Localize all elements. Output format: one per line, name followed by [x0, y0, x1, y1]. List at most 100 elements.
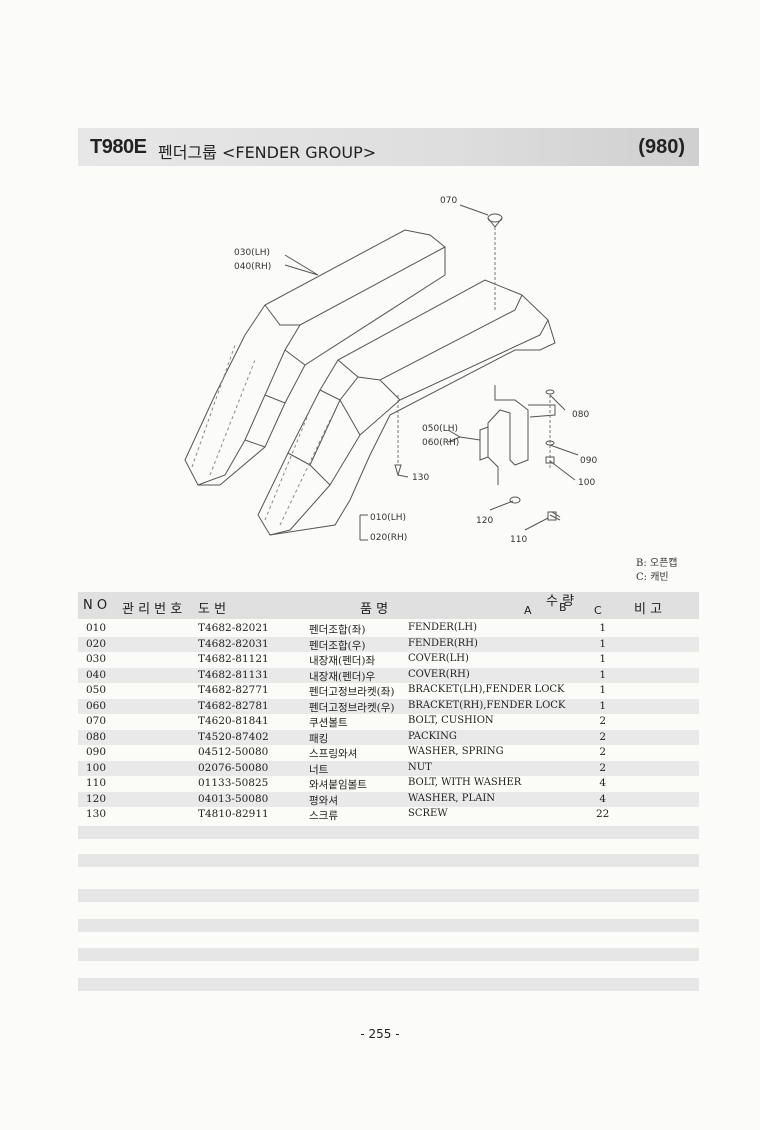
callout-020: 020(RH): [370, 533, 407, 543]
table-row: 080 T4520-87402 패킹 PACKING 2: [78, 729, 699, 745]
row-no: 080: [86, 730, 107, 743]
row-english-name: COVER(RH): [408, 668, 470, 680]
row-no: 060: [86, 699, 107, 712]
row-english-name: BOLT, CUSHION: [408, 715, 494, 726]
row-korean-name: 펜더고정브라켓(좌): [309, 686, 395, 698]
header-qty-c: C: [594, 604, 602, 617]
row-quantity: 1: [599, 637, 606, 650]
row-no: 050: [86, 684, 107, 696]
row-english-name: WASHER, PLAIN: [408, 792, 496, 804]
row-quantity: 2: [599, 746, 606, 758]
row-korean-name: 패킹: [309, 732, 329, 745]
row-no: 040: [86, 668, 107, 681]
callout-110: 110: [510, 535, 527, 545]
callout-130: 130: [412, 473, 429, 483]
table-filler: [78, 854, 699, 867]
header-qty: 수 량: [546, 594, 575, 609]
callout-080: 080: [572, 410, 589, 420]
fender-diagram: 070 030(LH) 040(RH) 080 050(LH) 060(RH) …: [184, 196, 597, 545]
row-no: 070: [86, 715, 107, 727]
row-part-number: T4682-82771: [198, 684, 269, 696]
callout-030: 030(LH): [234, 248, 270, 258]
left-fender: [184, 229, 446, 486]
row-no: 130: [86, 808, 107, 820]
callout-060: 060(RH): [422, 438, 459, 448]
header-remarks: 비 고: [634, 602, 663, 617]
row-quantity: 2: [599, 730, 606, 743]
title-bar: T980E 펜더그룹 <FENDER GROUP> (980): [78, 128, 699, 166]
model-code: T980E: [90, 136, 147, 158]
row-korean-name: 스크류: [309, 810, 338, 822]
row-quantity: 4: [599, 792, 606, 805]
row-part-number: 04512-50080: [198, 746, 269, 758]
row-no: 100: [86, 761, 107, 774]
row-quantity: 1: [599, 622, 606, 634]
row-english-name: WASHER, SPRING: [408, 746, 504, 757]
row-no: 020: [86, 637, 107, 650]
group-code: (980): [638, 136, 685, 158]
row-quantity: 1: [599, 684, 606, 696]
header-no: N O: [83, 598, 108, 613]
row-part-number: 04013-50080: [198, 792, 269, 805]
table-header: N O 관 리 번 호 도 번 품 명 수 량 A B C 비 고: [78, 592, 699, 619]
row-english-name: BRACKET(RH),FENDER LOCK: [408, 699, 566, 711]
row-part-number: T4810-82911: [198, 808, 269, 820]
table-filler: [78, 919, 699, 932]
table-row: 020 T4682-82031 펜더조합(우) FENDER(RH) 1: [78, 636, 699, 652]
row-english-name: NUT: [408, 761, 432, 773]
row-english-name: BRACKET(LH),FENDER LOCK: [408, 684, 565, 695]
row-part-number: T4520-87402: [198, 730, 269, 743]
page-number: - 255 -: [360, 1027, 400, 1041]
row-english-name: COVER(LH): [408, 653, 469, 664]
callout-090: 090: [580, 456, 597, 466]
row-korean-name: 펜더조합(우): [309, 639, 366, 652]
callout-010: 010(LH): [370, 513, 406, 523]
table-filler: [78, 948, 699, 961]
row-part-number: T4682-81121: [198, 653, 269, 665]
header-drawing: 도 번: [198, 602, 227, 617]
row-korean-name: 펜더조합(좌): [309, 624, 366, 636]
row-part-number: T4682-82031: [198, 637, 269, 650]
row-no: 030: [86, 653, 107, 665]
row-quantity: 22: [596, 808, 610, 820]
row-english-name: PACKING: [408, 730, 457, 742]
header-mgmt: 관 리 번 호: [122, 602, 183, 617]
legend: B: 오픈캡 C: 캐빈: [636, 557, 678, 585]
callout-040: 040(RH): [234, 262, 271, 272]
table-filler: [78, 826, 699, 839]
row-quantity: 2: [599, 761, 606, 774]
row-english-name: BOLT, WITH WASHER: [408, 777, 522, 788]
row-no: 120: [86, 792, 107, 805]
table-filler: [78, 978, 699, 991]
row-korean-name: 너트: [309, 763, 329, 776]
fender-bracket: [487, 385, 529, 485]
row-korean-name: 쿠션볼트: [309, 717, 348, 729]
table-row: 050 T4682-82771 펜더고정브라켓(좌) BRACKET(LH),FEND…: [78, 683, 699, 699]
row-part-number: T4682-82781: [198, 699, 269, 712]
callout-050: 050(LH): [422, 424, 458, 434]
row-english-name: FENDER(LH): [408, 622, 477, 633]
header-qty-a: A: [524, 604, 532, 617]
row-quantity: 4: [599, 777, 606, 789]
table-row: 130 T4810-82911 스크류 SCREW 22: [78, 807, 699, 823]
callout-100: 100: [578, 478, 595, 488]
legend-c: C: 캐빈: [636, 572, 669, 583]
row-korean-name: 내장재(펜더)우: [309, 670, 376, 683]
row-english-name: FENDER(RH): [408, 637, 478, 649]
row-no: 110: [86, 777, 107, 789]
row-english-name: SCREW: [408, 808, 448, 819]
header-name: 품 명: [360, 602, 389, 617]
row-part-number: 01133-50825: [198, 777, 269, 789]
row-part-number: T4682-81131: [198, 668, 269, 681]
table-filler: [78, 889, 699, 902]
header-qty-b: B: [559, 601, 567, 614]
